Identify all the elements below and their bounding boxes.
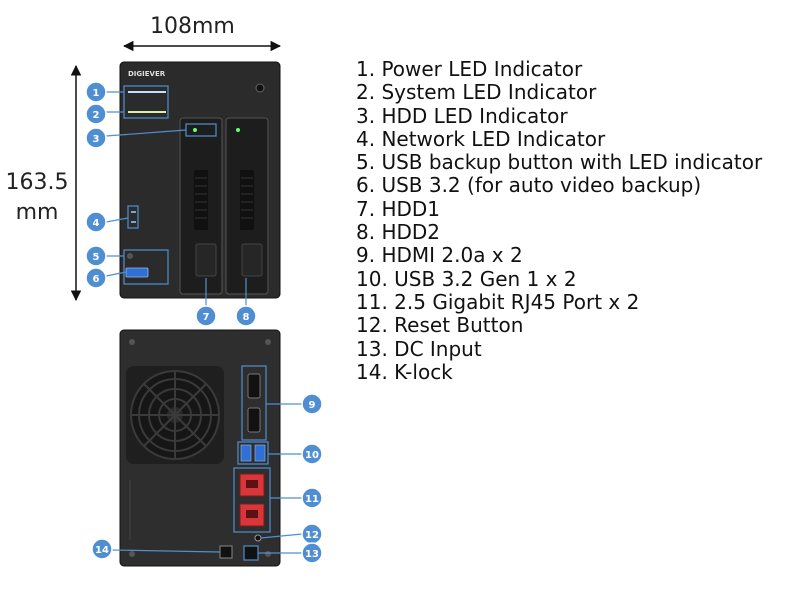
callout-3-label: 3 [93, 134, 100, 145]
back-view [119, 329, 281, 567]
callout-10-label: 10 [305, 450, 319, 461]
height-value: 163.5 [5, 170, 69, 195]
front-usb-port [125, 267, 149, 278]
callout-11: 11 [301, 487, 323, 509]
front-view: DIGIEVER [119, 61, 281, 299]
brand-logo: DIGIEVER [128, 70, 166, 78]
legend-item: 12. Reset Button [356, 313, 524, 338]
callout-2-label: 2 [93, 110, 100, 121]
callout-5: 5 [85, 245, 107, 267]
legend-item: 6. USB 3.2 (for auto video backup) [356, 173, 702, 198]
network-led [127, 205, 139, 229]
legend-item: 14. K-lock [356, 359, 453, 384]
callout-8: 8 [235, 305, 257, 327]
callout-8-label: 8 [243, 312, 250, 323]
rear-usb-ports [237, 441, 269, 465]
callout-14-label: 14 [95, 545, 109, 556]
callout-10: 10 [301, 443, 323, 465]
callout-9: 9 [301, 393, 323, 415]
legend-item: 11. 2.5 Gigabit RJ45 Port x 2 [356, 289, 640, 314]
legend-item: 4. Network LED Indicator [356, 126, 606, 151]
reset-button[interactable] [254, 534, 262, 542]
legend-item: 8. HDD2 [356, 220, 441, 245]
callout-11-label: 11 [305, 494, 319, 505]
width-dimension-label: 108mm [150, 14, 235, 39]
legend-item: 9. HDMI 2.0a x 2 [356, 243, 523, 268]
power-button[interactable] [255, 83, 265, 93]
legend-item: 3. HDD LED Indicator [356, 103, 568, 128]
legend-item: 5. USB backup button with LED indicator [356, 150, 763, 175]
callout-12-label: 12 [305, 530, 319, 541]
height-dimension-label: 163.5 mm [4, 168, 70, 228]
callout-1-label: 1 [93, 88, 100, 99]
callout-6: 6 [85, 267, 107, 289]
callout-leaders [105, 91, 303, 554]
legend-item: 7. HDD1 [356, 196, 441, 221]
hdmi-ports [241, 365, 267, 441]
callout-14: 14 [91, 538, 113, 560]
legend-item: 1. Power LED Indicator [356, 57, 583, 81]
callout-4-label: 4 [93, 218, 100, 229]
hdd2-bay[interactable] [225, 117, 269, 295]
callout-6-label: 6 [93, 274, 100, 285]
callout-1: 1 [85, 81, 107, 103]
callout-5-label: 5 [93, 252, 100, 263]
height-unit: mm [15, 200, 59, 225]
dc-input [243, 545, 259, 561]
rj45-ports [233, 467, 271, 533]
fan [126, 366, 224, 464]
callout-7-label: 7 [203, 312, 210, 323]
callout-13-label: 13 [305, 549, 319, 560]
callout-3: 3 [85, 127, 107, 149]
callout-2: 2 [85, 103, 107, 125]
component-legend: 1. Power LED Indicator 2. System LED Ind… [356, 57, 763, 384]
usb-backup-button[interactable] [127, 253, 133, 259]
callout-7: 7 [195, 305, 217, 327]
callout-12: 12 [301, 523, 323, 545]
hdd1-bay[interactable] [179, 117, 223, 295]
legend-item: 10. USB 3.2 Gen 1 x 2 [356, 266, 577, 291]
callout-13: 13 [301, 542, 323, 564]
callout-9-label: 9 [309, 400, 316, 411]
callout-4: 4 [85, 211, 107, 233]
legend-item: 13. DC Input [356, 336, 482, 361]
legend-item: 2. System LED Indicator [356, 80, 597, 105]
k-lock [219, 545, 233, 559]
